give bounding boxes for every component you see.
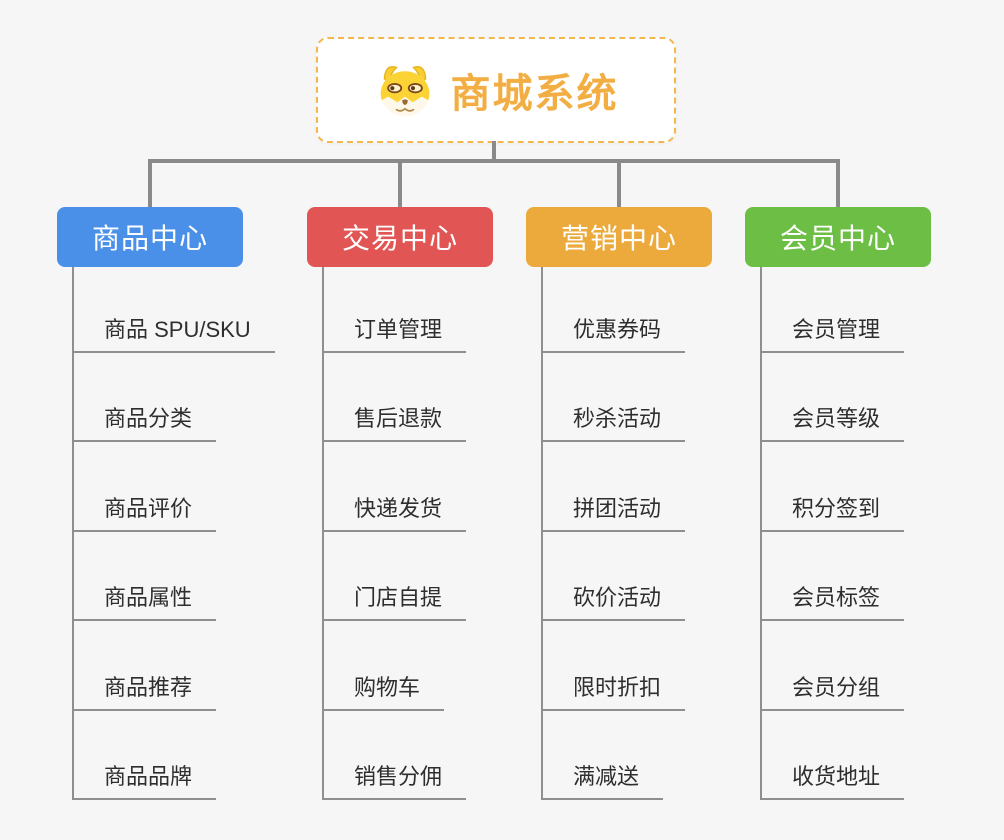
connector-root-stub <box>492 141 496 161</box>
child-line-marketing-center <box>541 267 543 800</box>
shiba-dog-icon <box>380 66 429 117</box>
connector-drop-member-center <box>836 159 840 207</box>
child-topic[interactable]: 门店自提 <box>322 532 467 622</box>
branch-topic-member-center[interactable]: 会员中心 <box>745 207 931 267</box>
child-list-member-center: 会员管理会员等级积分签到会员标签会员分组收货地址 <box>760 267 905 800</box>
child-topic[interactable]: 商品分类 <box>72 353 217 443</box>
child-topic[interactable]: 积分签到 <box>760 442 905 532</box>
child-line-product-center <box>72 267 74 800</box>
child-topic[interactable]: 商品品牌 <box>72 711 217 800</box>
child-topic[interactable]: 满减送 <box>541 711 664 800</box>
child-line-trade-center <box>322 267 324 800</box>
child-topic[interactable]: 购物车 <box>322 621 445 711</box>
child-list-trade-center: 订单管理售后退款快递发货门店自提购物车销售分佣 <box>322 267 467 800</box>
child-topic[interactable]: 商品 SPU/SKU <box>72 267 275 353</box>
child-topic[interactable]: 会员等级 <box>760 353 905 443</box>
child-topic[interactable]: 会员管理 <box>760 267 905 353</box>
child-topic[interactable]: 砍价活动 <box>541 532 686 622</box>
child-topic[interactable]: 商品评价 <box>72 442 217 532</box>
connector-drop-trade-center <box>398 159 402 207</box>
root-topic[interactable]: 商城系统 <box>316 37 676 143</box>
child-topic[interactable]: 商品推荐 <box>72 621 217 711</box>
child-topic[interactable]: 快递发货 <box>322 442 467 532</box>
child-topic[interactable]: 拼团活动 <box>541 442 686 532</box>
child-topic[interactable]: 会员标签 <box>760 532 905 622</box>
child-topic[interactable]: 收货地址 <box>760 711 905 800</box>
connector-horizontal-bar <box>148 159 840 163</box>
root-topic-label: 商城系统 <box>450 72 619 116</box>
child-topic[interactable]: 会员分组 <box>760 621 905 711</box>
child-topic[interactable]: 秒杀活动 <box>541 353 686 443</box>
branch-topic-product-center[interactable]: 商品中心 <box>57 207 243 267</box>
branch-topic-trade-center[interactable]: 交易中心 <box>307 207 493 267</box>
child-topic[interactable]: 订单管理 <box>322 267 467 353</box>
branch-topic-marketing-center[interactable]: 营销中心 <box>526 207 712 267</box>
child-topic[interactable]: 销售分佣 <box>322 711 467 800</box>
child-list-marketing-center: 优惠券码秒杀活动拼团活动砍价活动限时折扣满减送 <box>541 267 686 800</box>
connector-drop-marketing-center <box>617 159 621 207</box>
connector-drop-product-center <box>148 159 152 207</box>
child-topic[interactable]: 商品属性 <box>72 532 217 622</box>
child-line-member-center <box>760 267 762 800</box>
child-topic[interactable]: 优惠券码 <box>541 267 686 353</box>
child-topic[interactable]: 限时折扣 <box>541 621 686 711</box>
child-topic[interactable]: 售后退款 <box>322 353 467 443</box>
